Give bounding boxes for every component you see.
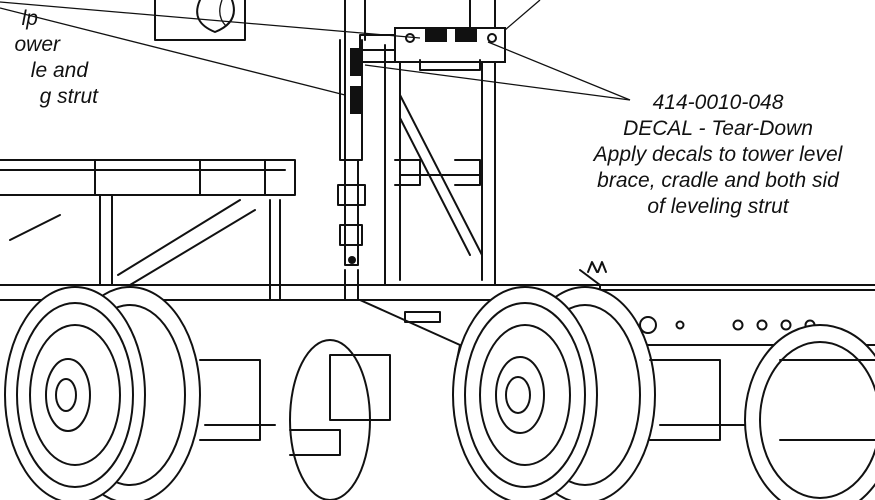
decal-name: DECAL - Tear-Down [623,117,813,140]
chassis-frame [0,261,875,371]
right-callout: 414-0010-048 DECAL - Tear-Down Apply dec… [548,90,875,220]
leader-line [364,64,631,101]
left-callout-line: ower [14,33,60,56]
instruction-line: Apply decals to tower level [593,143,843,166]
leader-line [0,1,421,39]
center-wheel-set [452,286,761,500]
left-wheel-set [4,286,276,500]
left-callout-line: lp [21,7,38,30]
left-callout-line: g strut [39,85,98,108]
instruction-line: brace, cradle and both sid [597,169,839,192]
leader-line [504,0,541,31]
leader-lines [0,0,631,101]
upper-tube [154,0,246,41]
left-callout: lp ower le and g strut [0,6,98,110]
middle-axle [289,339,391,500]
part-number: 414-0010-048 [652,91,784,114]
right-wheel-set [744,324,875,500]
leveling-strut [337,39,366,301]
leader-line [487,41,631,101]
platform-rack [0,159,296,301]
tear-down-decals [350,28,477,114]
instruction-line: of leveling strut [647,195,789,218]
leader-line [0,7,346,96]
tower [344,0,506,286]
left-callout-line: le and [30,59,88,82]
